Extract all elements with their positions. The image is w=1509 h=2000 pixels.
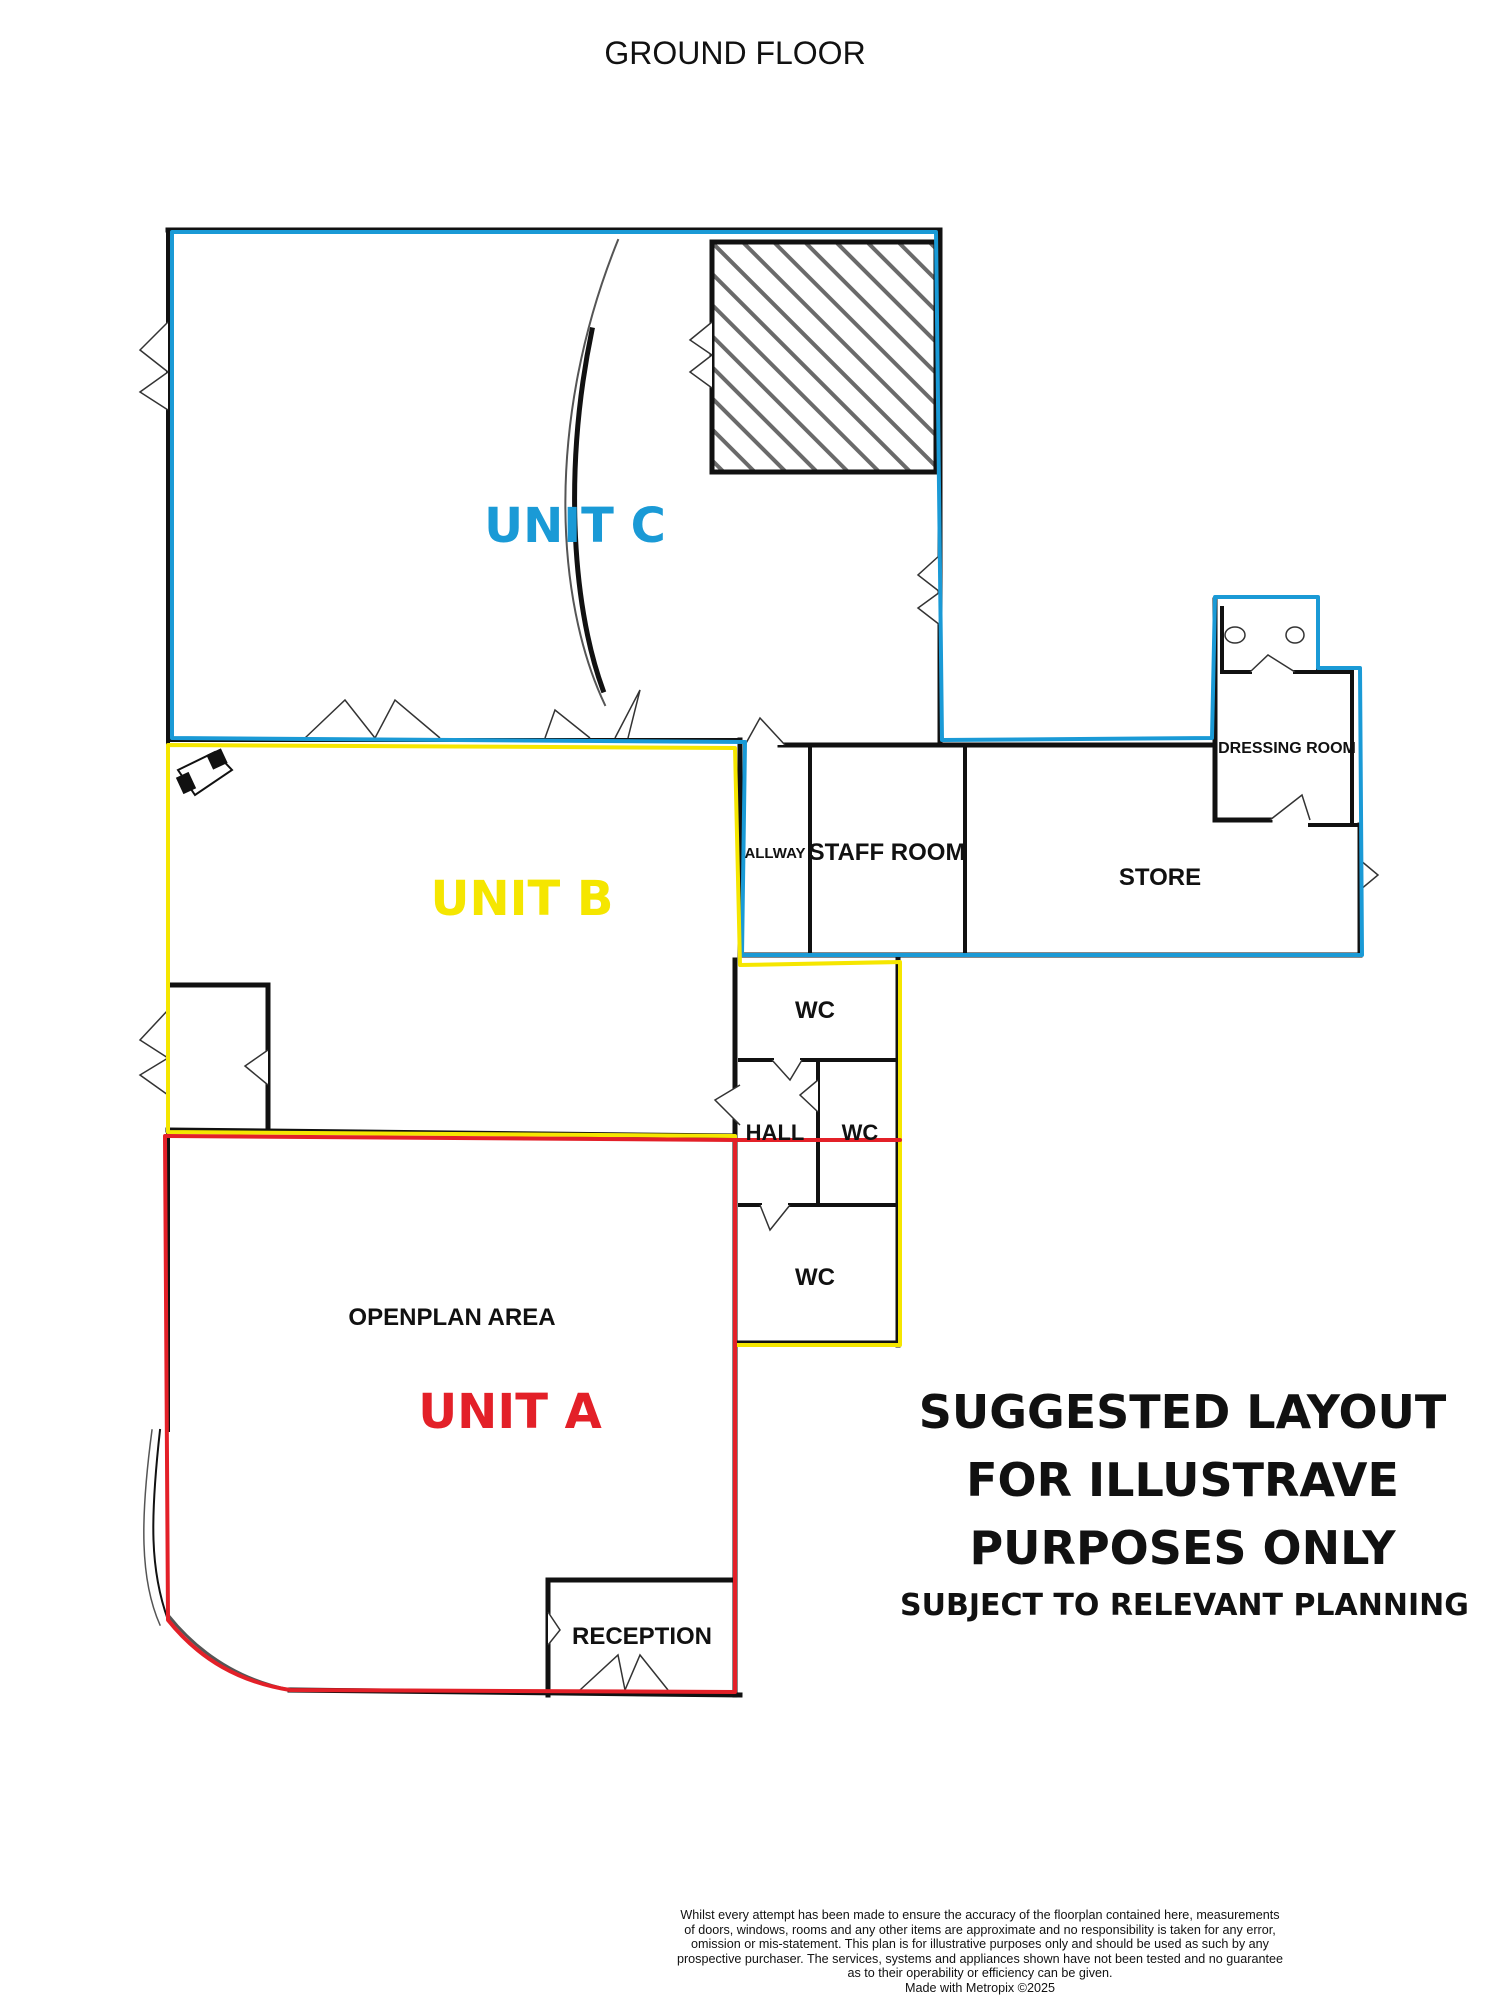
unit-b-outline xyxy=(166,743,902,1347)
disclaimer: Whilst every attempt has been made to en… xyxy=(620,1908,1340,1996)
unit-c-outline xyxy=(170,230,1364,957)
notice-line-2: FOR ILLUSTRAVE xyxy=(966,1453,1399,1507)
hallway-label: ALLWAY xyxy=(744,845,805,862)
disclaimer-line-2: of doors, windows, rooms and any other i… xyxy=(684,1922,1276,1937)
staff-room-label: STAFF ROOM xyxy=(809,839,966,866)
door-symbols xyxy=(138,321,1380,1691)
notice-line-3: PURPOSES ONLY xyxy=(969,1521,1396,1575)
notice-line-4: SUBJECT TO RELEVANT PLANNING xyxy=(900,1588,1469,1623)
reception-label: RECEPTION xyxy=(572,1623,712,1650)
wc-middle-label: WC xyxy=(842,1120,879,1145)
wc-upper-label: WC xyxy=(795,997,835,1024)
unit-b-label: UNIT B xyxy=(430,871,613,927)
disclaimer-line-3: omission or mis-statement. This plan is … xyxy=(691,1937,1269,1952)
disclaimer-line-5: as to their operability or efficiency ca… xyxy=(847,1966,1113,1981)
toilet-icon xyxy=(1224,626,1305,644)
disclaimer-line-4: prospective purchaser. The services, sys… xyxy=(676,1951,1284,1966)
unit-a-outline xyxy=(163,1134,902,1694)
dressing-room-label: DRESSING ROOM xyxy=(1218,740,1356,757)
stair-icon xyxy=(175,748,234,797)
store-label: STORE xyxy=(1119,864,1201,891)
disclaimer-credit: Made with Metropix ©2025 xyxy=(905,1980,1055,1995)
hall-label: HALL xyxy=(746,1120,805,1145)
wc-lower-label: WC xyxy=(795,1264,835,1291)
unit-c-label: UNIT C xyxy=(484,498,666,554)
floor-title: GROUND FLOOR xyxy=(604,35,865,71)
notice-line-1: SUGGESTED LAYOUT xyxy=(918,1385,1447,1439)
disclaimer-line-1: Whilst every attempt has been made to en… xyxy=(680,1908,1280,1922)
unit-a-label: UNIT A xyxy=(418,1384,602,1440)
openplan-area-label: OPENPLAN AREA xyxy=(348,1304,555,1331)
